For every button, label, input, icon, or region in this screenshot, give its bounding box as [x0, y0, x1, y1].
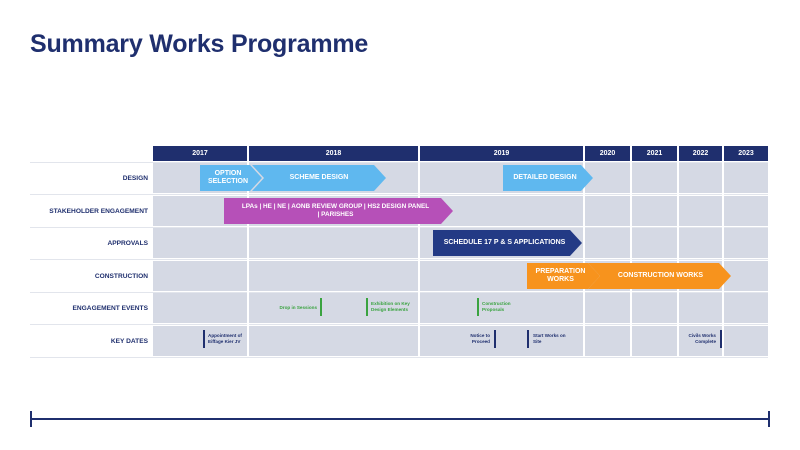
- row-label-approvals: APPROVALS: [107, 239, 148, 247]
- bar-detailed-design: DETAILED DESIGN: [503, 165, 593, 191]
- timeline-end-cap: [768, 411, 770, 427]
- key-date-start-works: Start Works on Site: [533, 333, 566, 344]
- key-date-marker: [720, 330, 722, 348]
- key-date-marker: [494, 330, 496, 348]
- event-exhibition: Exhibition on Key Design Elements: [371, 301, 410, 312]
- row-divider: [30, 162, 768, 163]
- year-divider: [583, 162, 585, 356]
- timeline-start-cap: [30, 411, 32, 427]
- row-divider: [30, 292, 768, 293]
- row-divider: [30, 357, 768, 358]
- event-marker: [477, 298, 479, 316]
- row-divider: [30, 194, 768, 195]
- year-header-2018: 2018: [249, 146, 418, 161]
- row-divider: [30, 324, 768, 325]
- row-divider: [30, 227, 768, 228]
- row-bg-key-dates: [153, 326, 768, 356]
- row-divider: [30, 259, 768, 260]
- key-date-notice-to-proceed: Notice to Proceed: [470, 333, 490, 344]
- key-date-marker: [203, 330, 205, 348]
- bar-preparation-works: PREPARATION WORKS: [527, 263, 600, 289]
- year-divider: [677, 162, 679, 356]
- year-header-2017: 2017: [153, 146, 247, 161]
- year-header-2019: 2019: [420, 146, 583, 161]
- row-label-construction: CONSTRUCTION: [94, 272, 148, 280]
- row-label-stakeholder-engagement: STAKEHOLDER ENGAGEMENT: [49, 207, 148, 215]
- event-drop-in-sessions: Drop in Sessions: [279, 305, 317, 310]
- year-divider: [722, 162, 724, 356]
- key-date-appointment: Appointment of Eiffage Kier JV: [208, 333, 242, 344]
- event-marker: [320, 298, 322, 316]
- event-construction-proposals: Construction Proposals: [482, 301, 511, 312]
- year-divider: [418, 162, 420, 356]
- year-divider: [247, 162, 249, 356]
- bar-stakeholder-engagement: LPAs | HE | NE | AONB REVIEW GROUP | HS2…: [224, 198, 453, 224]
- row-bg-engagement-events: [153, 293, 768, 323]
- row-label-engagement-events: ENGAGEMENT EVENTS: [72, 304, 148, 312]
- year-header-2023: 2023: [724, 146, 768, 161]
- key-date-civils-complete: Civils Works Complete: [688, 333, 717, 344]
- page-title: Summary Works Programme: [30, 30, 369, 58]
- bar-scheme-design: SCHEME DESIGN: [252, 165, 386, 191]
- row-label-design: DESIGN: [122, 174, 148, 182]
- year-header-2020: 2020: [585, 146, 630, 161]
- year-header-2021: 2021: [632, 146, 677, 161]
- timeline-axis: [31, 418, 769, 420]
- bar-construction-works: CONSTRUCTION WORKS: [588, 263, 731, 289]
- row-label-key-dates: KEY DATES: [110, 337, 148, 345]
- event-marker: [366, 298, 368, 316]
- key-date-marker: [527, 330, 529, 348]
- year-header-2022: 2022: [679, 146, 722, 161]
- bar-schedule-17: SCHEDULE 17 P & S APPLICATIONS: [433, 230, 582, 256]
- year-divider: [630, 162, 632, 356]
- bar-option-selection: OPTION SELECTION: [200, 165, 262, 191]
